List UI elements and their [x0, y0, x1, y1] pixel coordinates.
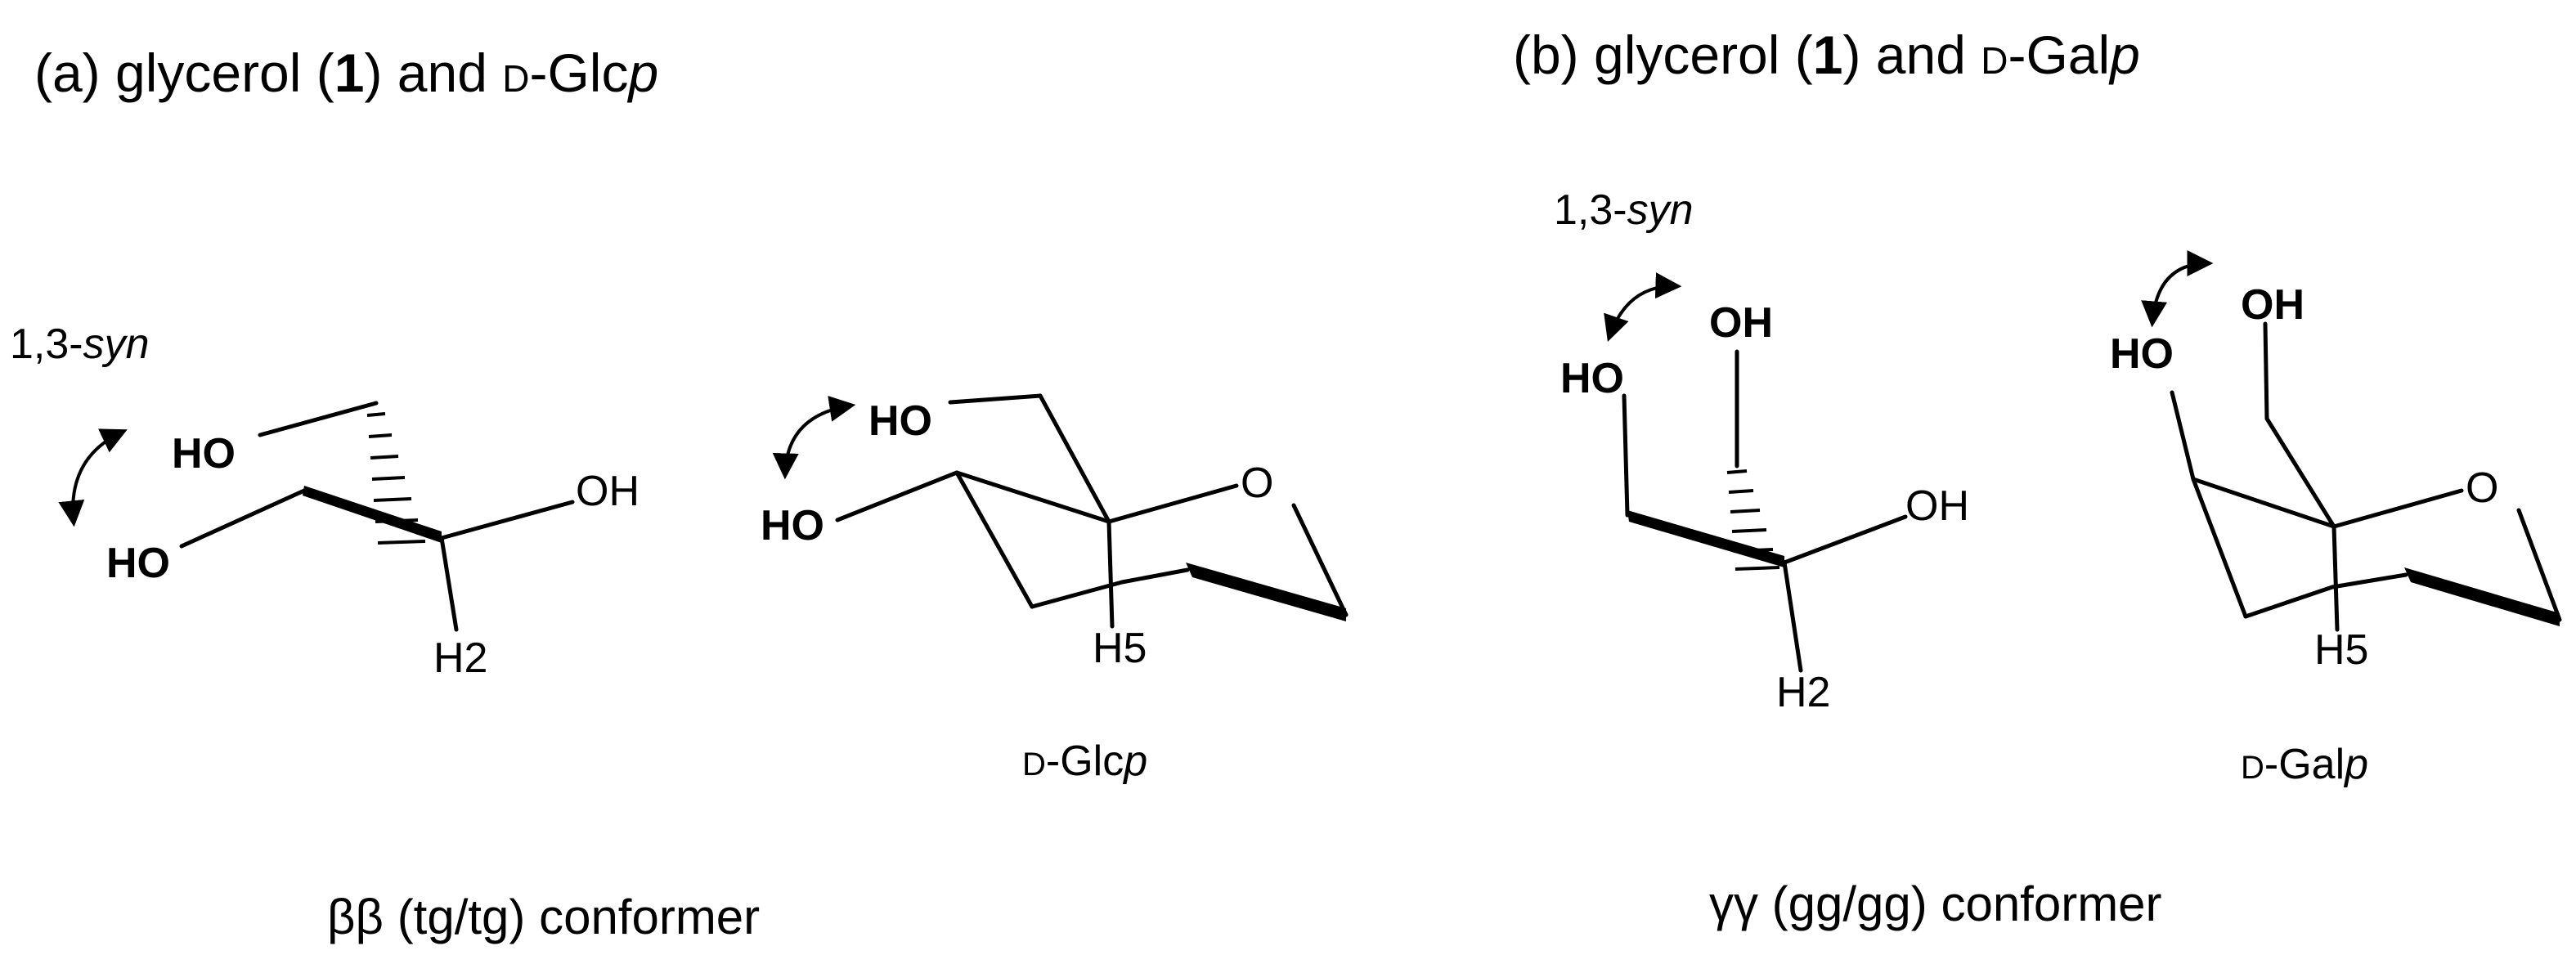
bond	[258, 401, 379, 437]
bond	[2170, 390, 2196, 482]
wedge-bond	[2404, 567, 2560, 626]
hydroxyl-blue: OH	[1709, 299, 1773, 347]
bond	[2191, 477, 2336, 529]
sugar-structure-a: HO HO O H5 D-Glcp	[761, 393, 1349, 785]
wedge-bond	[303, 486, 442, 543]
wedge-bond	[1627, 510, 1784, 567]
h5-label: H5	[1093, 625, 1147, 672]
panel-b: (b) glycerol (1) and D-Galp 1,3-syn OH H…	[1513, 25, 2562, 931]
bond	[1782, 514, 1908, 565]
caption-b: γγ (gg/gg) conformer	[1709, 877, 2162, 931]
wedge-bond	[1186, 563, 1346, 621]
bond	[2263, 321, 2269, 421]
h2-label: H2	[433, 634, 487, 682]
bond	[2331, 524, 2340, 632]
bond	[835, 470, 959, 522]
bond	[2243, 585, 2335, 619]
bond	[1030, 580, 1124, 609]
bond	[2330, 572, 2408, 590]
bond	[1782, 560, 1803, 673]
ring-oxygen: O	[1241, 460, 1273, 507]
sugar-name-a: D-Glcp	[1022, 738, 1147, 785]
bond	[954, 470, 1034, 609]
caption-a: ββ (tg/tg) conformer	[327, 890, 760, 944]
hashed-bond	[1726, 469, 1780, 571]
bond	[1622, 393, 1630, 518]
panel-b-title: (b) glycerol (1) and D-Galp	[1513, 25, 2140, 85]
bond	[2191, 477, 2248, 619]
syn-annotation-b: 1,3-syn	[1554, 186, 1694, 234]
rotation-arrow-icon	[1604, 272, 1682, 343]
syn-annotation-a: 1,3-syn	[10, 321, 150, 368]
rotation-arrow-icon	[772, 396, 856, 480]
glycerol-structure-b: OH HO OH H2	[1560, 272, 1969, 716]
panel-a-title: (a) glycerol (1) and D-Glcp	[34, 43, 658, 103]
hydroxyl-red: HO	[2110, 330, 2174, 378]
bond	[2331, 488, 2464, 529]
rotation-arrow-icon	[2141, 250, 2214, 328]
bond	[179, 488, 307, 549]
bond	[1106, 483, 1239, 524]
bond	[439, 536, 459, 632]
bond	[2264, 416, 2336, 529]
hydroxyl-red: HO	[761, 502, 824, 549]
panel-a: (a) glycerol (1) and D-Glcp 1,3-syn HO H…	[10, 43, 1349, 944]
bond	[1120, 567, 1190, 585]
bond	[1038, 393, 1111, 524]
hydroxyl-red: HO	[1560, 355, 1624, 402]
hydroxyl-black: OH	[1905, 482, 1969, 530]
h2-label: H2	[1776, 669, 1830, 716]
hydroxyl-blue: HO	[172, 430, 236, 478]
bond	[1106, 519, 1115, 629]
h5-label: H5	[2314, 626, 2368, 674]
bond	[2516, 508, 2562, 622]
glycerol-structure-a: HO HO OH H2	[58, 401, 640, 682]
bond	[1291, 503, 1349, 617]
hydroxyl-blue: OH	[2241, 281, 2304, 329]
rotation-arrow-icon	[58, 428, 128, 527]
bond	[439, 500, 575, 540]
ring-oxygen: O	[2466, 464, 2498, 512]
bond	[948, 393, 1043, 405]
hydroxyl-blue: HO	[868, 397, 932, 445]
hydroxyl-black: OH	[576, 468, 640, 515]
bond	[954, 470, 1111, 524]
sugar-structure-b: OH HO O H5 D-Galp	[2110, 250, 2562, 788]
sugar-name-b: D-Galp	[2241, 741, 2368, 788]
hydroxyl-red: HO	[106, 540, 170, 587]
